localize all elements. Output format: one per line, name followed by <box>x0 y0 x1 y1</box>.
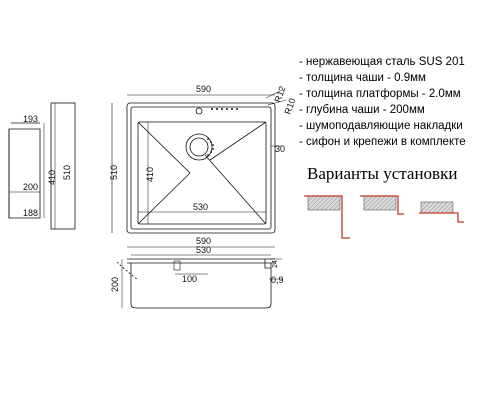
top-view-diagonal <box>209 121 267 161</box>
side-inner-height-label: 410 <box>47 170 57 185</box>
install-variant-undermount <box>419 201 464 223</box>
install-variant-overmount <box>304 195 350 239</box>
front-view-bowl <box>130 263 272 309</box>
side-mid-label: 200 <box>23 182 38 192</box>
spec-line: - шумоподавляющие накладки <box>299 120 463 132</box>
side-top-label: 193 <box>23 114 38 124</box>
front-view-rim <box>127 258 275 264</box>
tap-hole <box>195 107 203 115</box>
front-width-inner-label: 530 <box>196 245 211 255</box>
spec-line: - глубина чаши - 200мм <box>299 104 425 116</box>
top-view-diagonal <box>137 172 191 225</box>
dim-line <box>267 99 287 106</box>
spec-line: - сифон и крепежи в комплекте <box>299 136 466 148</box>
rim-offset-label: 30 <box>275 144 285 154</box>
drain-grid-dots <box>207 138 214 156</box>
dim-line <box>265 89 283 99</box>
side-height-label: 510 <box>62 165 72 180</box>
spec-line: - толщина платформы - 2.0мм <box>299 88 461 100</box>
install-variant-flush <box>360 195 404 215</box>
front-overflow-slot <box>116 261 138 280</box>
top-view-outer-rim <box>126 102 276 234</box>
top-view <box>111 89 287 234</box>
side-view-outline <box>50 102 76 230</box>
front-depth-label: 200 <box>110 277 120 292</box>
top-view-bowl <box>137 121 267 225</box>
front-width-outer-label: 590 <box>196 236 211 246</box>
overflow-slots <box>211 108 238 110</box>
radius-outer-label: R12 <box>272 85 287 104</box>
drain-inner-circle <box>189 137 209 157</box>
side-bottom-label: 188 <box>23 208 38 218</box>
front-tap-hole <box>264 259 271 269</box>
top-height-label: 510 <box>109 165 119 180</box>
radius-inner-label: R10 <box>282 97 297 116</box>
front-view <box>116 246 282 309</box>
install-variants-title: Варианты установки <box>307 164 458 183</box>
side-view <box>8 102 76 230</box>
top-view-diagonal <box>204 154 267 225</box>
spec-line: - толщина чаши - 0.9мм <box>299 72 426 84</box>
spec-line: - нержавеющая сталь SUS 201 <box>299 56 465 68</box>
top-view-inner-rim <box>130 106 272 230</box>
top-view-diagonal <box>137 121 191 174</box>
drain-outer-circle <box>185 133 213 161</box>
front-drain-label: 100 <box>182 274 197 284</box>
top-width-label: 590 <box>196 84 211 94</box>
inner-width-label: 530 <box>193 202 208 212</box>
front-rim-label: 24 <box>272 260 279 268</box>
front-drain-body <box>173 260 181 271</box>
side-view-profile <box>8 122 41 219</box>
inner-height-label: 410 <box>145 167 155 182</box>
front-thickness-label: 0,9 <box>271 275 284 285</box>
